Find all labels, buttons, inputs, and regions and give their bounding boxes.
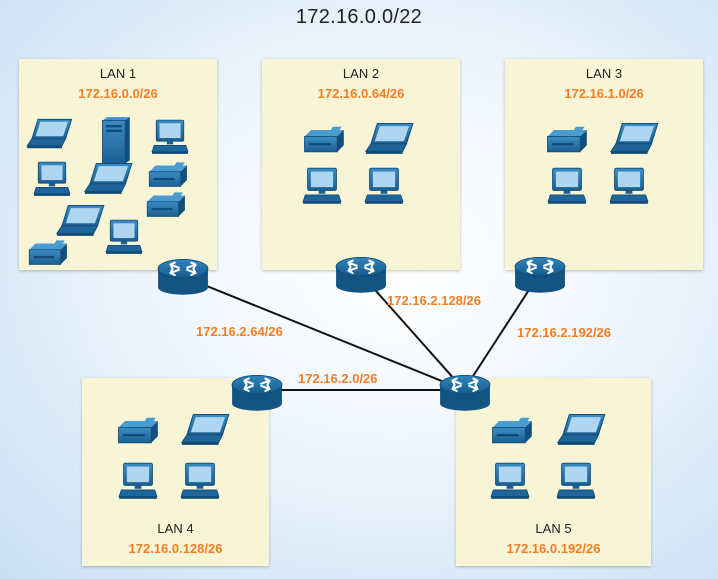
desktop-pc-icon bbox=[547, 167, 587, 205]
laptop-icon bbox=[55, 203, 107, 241]
printer-icon bbox=[298, 125, 346, 159]
printer-icon bbox=[143, 161, 189, 193]
printer-icon bbox=[141, 191, 187, 223]
lan-5-box: LAN 5 172.16.0.192/26 bbox=[456, 378, 651, 566]
laptop-icon bbox=[83, 161, 135, 199]
link-lan3-hub bbox=[463, 272, 541, 391]
lan-1-box: LAN 1 172.16.0.0/26 bbox=[19, 59, 217, 270]
desktop-pc-icon bbox=[302, 167, 342, 205]
desktop-pc-icon bbox=[180, 462, 220, 500]
server-tower-icon bbox=[97, 116, 133, 166]
lan-2-name: LAN 2 bbox=[342, 66, 380, 81]
link-lan1-hub bbox=[181, 275, 465, 391]
printer-icon bbox=[486, 416, 534, 450]
lan-2-box: LAN 2 172.16.0.64/26 bbox=[262, 59, 460, 270]
link-label-lan4: 172.16.2.0/26 bbox=[298, 371, 378, 386]
desktop-pc-icon bbox=[364, 167, 404, 205]
link-label-lan3: 172.16.2.192/26 bbox=[517, 325, 611, 340]
desktop-pc-icon bbox=[151, 119, 189, 155]
link-lan2-hub bbox=[359, 272, 465, 391]
desktop-pc-icon bbox=[118, 462, 158, 500]
diagram-title: 172.16.0.0/22 bbox=[295, 6, 423, 28]
router-icon[interactable] bbox=[156, 254, 210, 296]
lan-5-network: 172.16.0.192/26 bbox=[506, 541, 601, 556]
lan-3-name: LAN 3 bbox=[585, 66, 623, 81]
lan-5-name: LAN 5 bbox=[535, 521, 572, 536]
router-icon[interactable] bbox=[438, 370, 492, 412]
desktop-pc-icon bbox=[609, 167, 649, 205]
lan-1-name: LAN 1 bbox=[99, 66, 137, 81]
router-icon[interactable] bbox=[334, 252, 388, 294]
laptop-icon bbox=[25, 117, 75, 153]
lan-4-network: 172.16.0.128/26 bbox=[128, 541, 223, 556]
laptop-icon bbox=[609, 121, 661, 159]
router-icon[interactable] bbox=[230, 370, 284, 412]
desktop-pc-icon bbox=[556, 462, 596, 500]
lan-3-network: 172.16.1.0/26 bbox=[564, 86, 644, 101]
desktop-pc-icon bbox=[490, 462, 530, 500]
link-label-lan2: 172.16.2.128/26 bbox=[387, 293, 481, 308]
laptop-icon bbox=[180, 412, 232, 450]
printer-icon bbox=[23, 239, 69, 271]
laptop-icon bbox=[364, 121, 416, 159]
lan-3-box: LAN 3 172.16.1.0/26 bbox=[505, 59, 703, 270]
link-label-lan1: 172.16.2.64/26 bbox=[196, 324, 283, 339]
lan-2-network: 172.16.0.64/26 bbox=[317, 86, 405, 101]
lan-4-name: LAN 4 bbox=[157, 521, 194, 536]
desktop-pc-icon bbox=[33, 161, 71, 197]
desktop-pc-icon bbox=[105, 219, 143, 255]
lan-1-network: 172.16.0.0/26 bbox=[78, 86, 158, 101]
printer-icon bbox=[112, 416, 160, 450]
router-icon[interactable] bbox=[513, 252, 567, 294]
lan-4-box: LAN 4 172.16.0.128/26 bbox=[82, 378, 269, 566]
laptop-icon bbox=[556, 412, 608, 450]
printer-icon bbox=[541, 125, 589, 159]
